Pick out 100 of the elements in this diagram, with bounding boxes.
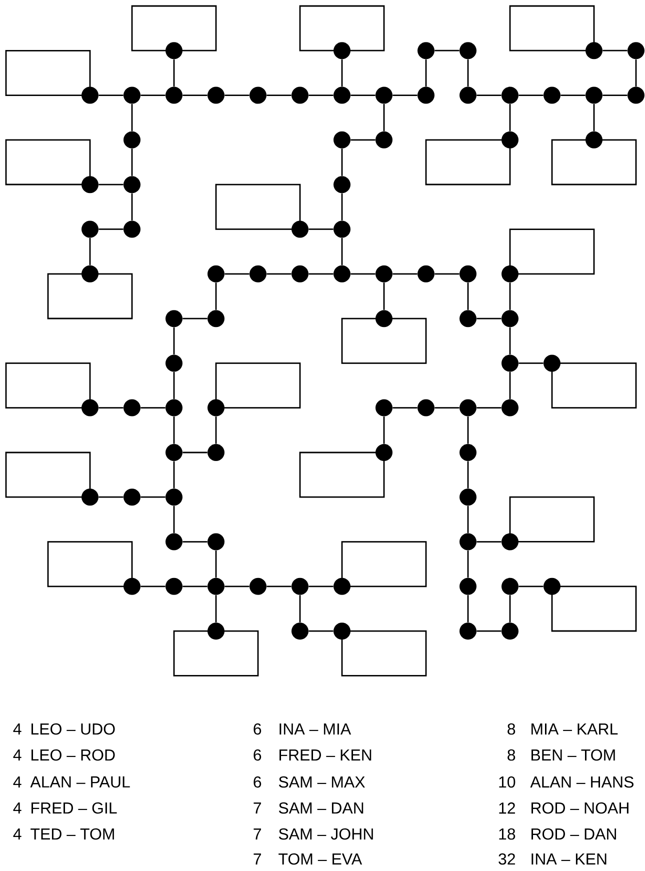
empty-box — [215, 184, 301, 230]
distance-number: 4 — [13, 776, 22, 788]
dot — [124, 220, 140, 238]
dot — [460, 622, 476, 640]
dot — [250, 265, 266, 282]
name-pair: INA – MIA — [280, 724, 352, 734]
connector-line — [560, 94, 586, 96]
distance-number: 6 — [254, 723, 262, 735]
connector-line — [509, 595, 511, 622]
connector-line — [425, 59, 427, 87]
dot — [124, 131, 140, 148]
connector-line — [182, 94, 208, 96]
empty-box — [551, 586, 637, 632]
dot — [82, 488, 98, 506]
dot — [460, 310, 476, 328]
dot — [376, 86, 392, 104]
dot — [334, 265, 350, 282]
name-pair: TOM – EVA — [278, 853, 362, 865]
dot — [208, 310, 224, 328]
dot — [418, 42, 434, 60]
connector-line — [467, 282, 469, 310]
dot — [82, 399, 98, 416]
connector-line — [182, 452, 208, 454]
dot — [460, 488, 476, 506]
dot — [628, 86, 644, 104]
connector-line — [224, 94, 250, 96]
connector-line — [602, 94, 628, 96]
connector-line — [215, 416, 217, 444]
name-pair: SAM – MAX — [278, 776, 365, 788]
dot — [502, 131, 518, 148]
dot — [334, 86, 350, 104]
dot — [208, 533, 224, 550]
name-pair: LEO – UDO — [32, 723, 115, 735]
dot — [628, 42, 644, 60]
name-pair: SAM – JOHN — [278, 828, 373, 840]
empty-box — [5, 50, 91, 96]
distance-number: 7 — [254, 828, 261, 840]
empty-box — [509, 496, 595, 542]
connector-line — [140, 407, 166, 408]
empty-box — [509, 228, 595, 275]
name-pair: SAM – DAN — [278, 802, 364, 814]
connector-line — [509, 372, 511, 400]
distance-number: 8 — [508, 723, 516, 735]
name-pair: TED – TOM — [30, 828, 114, 840]
distance-number: 7 — [254, 802, 261, 814]
dot — [544, 578, 560, 595]
dot — [208, 86, 224, 104]
connector-line — [593, 104, 595, 132]
empty-box — [5, 362, 91, 408]
connector-line — [509, 327, 511, 354]
dot — [166, 86, 182, 104]
dot — [292, 220, 308, 238]
name-pair: FRED – GIL — [32, 802, 117, 814]
connector-line — [467, 550, 469, 578]
connector-line — [308, 273, 334, 275]
dot — [502, 399, 518, 416]
distance-number: 12 — [499, 802, 515, 814]
dot — [208, 399, 224, 416]
dot — [166, 578, 182, 595]
dot — [460, 533, 476, 550]
dot — [82, 265, 98, 282]
dot — [418, 399, 434, 416]
connector-line — [308, 94, 334, 96]
connector-line — [308, 586, 334, 588]
distance-number: 4 — [13, 828, 22, 840]
connector-line — [467, 595, 469, 622]
connector-line — [182, 586, 208, 588]
dot — [334, 578, 350, 595]
empty-box — [299, 452, 385, 498]
dot — [334, 42, 350, 60]
connector-line — [308, 630, 334, 632]
connector-line — [602, 50, 628, 52]
dot — [418, 86, 434, 104]
name-pair: FRED – KEN — [280, 750, 372, 760]
connector-line — [392, 94, 418, 96]
connector-line — [224, 273, 250, 275]
connector-line — [434, 50, 460, 52]
connector-line — [173, 327, 175, 354]
connector-line — [131, 148, 133, 176]
dot — [502, 310, 518, 328]
dot — [208, 444, 224, 461]
dot — [586, 42, 602, 60]
connector-line — [467, 59, 469, 87]
dot — [166, 444, 182, 461]
connector-line — [518, 586, 544, 588]
connector-line — [518, 94, 544, 96]
connector-line — [173, 59, 175, 87]
connector-line — [173, 461, 175, 488]
dot — [376, 131, 392, 148]
dot — [334, 220, 350, 238]
dot — [334, 131, 350, 148]
dot — [208, 622, 224, 640]
connector-line — [98, 407, 124, 408]
dot — [334, 176, 350, 194]
dot — [292, 86, 308, 104]
connector-line — [476, 630, 502, 632]
dot — [502, 578, 518, 595]
connector-line — [341, 193, 343, 220]
connector-line — [182, 318, 208, 320]
connector-line — [350, 139, 376, 141]
